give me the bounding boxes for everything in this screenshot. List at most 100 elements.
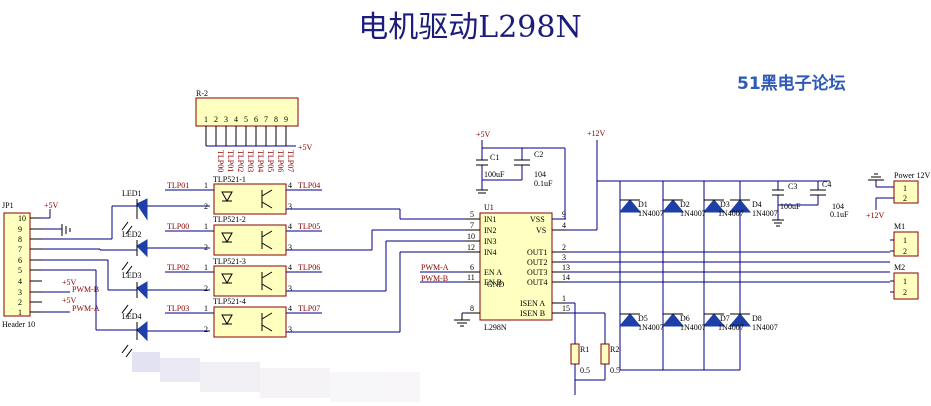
svg-text:3: 3 [288,202,292,211]
sense-resistors: R1 0.5 R2 0.5 [566,302,620,395]
svg-text:TLP521-4: TLP521-4 [213,297,246,306]
svg-text:14: 14 [562,273,570,282]
svg-text:IN4: IN4 [484,248,496,257]
svg-text:TLP02: TLP02 [236,150,245,172]
svg-text:100uF: 100uF [484,170,505,179]
svg-text:D4: D4 [752,200,762,209]
svg-text:+5V: +5V [298,143,313,152]
svg-text:ISEN B: ISEN B [520,309,545,318]
svg-text:M2: M2 [894,263,905,272]
svg-text:+5V: +5V [44,201,59,210]
svg-text:3: 3 [288,284,292,293]
svg-text:0.1uF: 0.1uF [830,210,849,219]
svg-text:TLP06: TLP06 [298,263,320,272]
svg-text:D5: D5 [638,314,648,323]
svg-text:3: 3 [224,115,228,124]
svg-text:PWM-A: PWM-A [72,304,100,313]
svg-text:TLP01: TLP01 [226,150,235,172]
svg-text:PWM-B: PWM-B [72,285,99,294]
resistor-network: R-2 1 2 3 4 5 6 7 8 9 +5V TLP00 TLP01 TL… [195,89,313,172]
svg-text:+5V: +5V [62,296,77,305]
svg-text:2: 2 [204,202,208,211]
svg-text:4: 4 [18,277,22,286]
svg-text:TLP05: TLP05 [298,222,320,231]
svg-text:TLP521-2: TLP521-2 [213,215,246,224]
svg-text:2: 2 [903,194,907,203]
svg-text:TLP521-1: TLP521-1 [213,175,246,184]
svg-text:1: 1 [903,236,907,245]
right-caps: C3 100uF C4 104 0.1uF [772,180,849,227]
svg-text:1N4007: 1N4007 [638,209,664,218]
svg-text:2: 2 [204,284,208,293]
svg-text:2: 2 [903,247,907,256]
led4-label: LED4 [122,312,142,321]
svg-text:100uF: 100uF [780,202,801,211]
svg-text:4: 4 [234,115,238,124]
svg-text:D1: D1 [638,200,648,209]
svg-text:1: 1 [903,277,907,286]
svg-text:6: 6 [470,263,474,272]
optocouplers: TLP01 TLP521-1 TLP04 1 2 3 4 TLP00 TLP52… [165,175,478,338]
led3-label: LED3 [122,271,142,280]
d3-icon [702,199,726,213]
svg-text:1N4007: 1N4007 [718,209,744,218]
jp1-name: Header 10 [2,320,35,329]
led2-icon [136,239,148,258]
svg-text:OUT4: OUT4 [527,278,547,287]
svg-text:2: 2 [903,288,907,297]
svg-text:OUT1: OUT1 [527,248,547,257]
svg-text:C2: C2 [534,150,543,159]
svg-text:4: 4 [288,222,292,231]
led1-icon [136,198,148,221]
d8-icon [728,313,752,327]
svg-text:12: 12 [467,243,475,252]
svg-text:EN A: EN A [484,268,502,277]
svg-text:5: 5 [244,115,248,124]
svg-text:TLP02: TLP02 [167,263,189,272]
svg-text:3: 3 [288,243,292,252]
led2-label: LED2 [122,230,142,239]
led1-label: LED1 [122,189,142,198]
svg-text:TLP07: TLP07 [298,304,320,313]
svg-text:IN1: IN1 [484,215,496,224]
svg-text:Power 12V: Power 12V [894,171,930,180]
svg-text:5: 5 [18,266,22,275]
ic-ref: U1 [484,203,494,212]
svg-text:15: 15 [562,304,570,313]
svg-text:2: 2 [562,243,566,252]
svg-text:7: 7 [470,221,474,230]
svg-text:2: 2 [18,298,22,307]
svg-text:1: 1 [204,263,208,272]
d7-icon [702,313,726,327]
svg-text:104: 104 [534,170,546,179]
svg-text:1: 1 [562,294,566,303]
svg-text:VSS: VSS [530,215,545,224]
svg-text:TLP04: TLP04 [298,181,320,190]
svg-text:ISEN A: ISEN A [520,299,545,308]
svg-text:TLP01: TLP01 [167,181,189,190]
svg-text:9: 9 [18,225,22,234]
svg-text:D6: D6 [680,314,690,323]
svg-text:2: 2 [204,325,208,334]
svg-text:8: 8 [18,235,22,244]
blurred-region [132,352,420,402]
svg-text:7: 7 [264,115,268,124]
header-jp1: JP1 Header 10 10 9 8 7 6 5 4 3 2 1 +5V +… [2,201,210,330]
d6-icon [661,313,685,327]
svg-text:8: 8 [470,304,474,313]
d2-icon [661,199,685,213]
svg-text:0.5: 0.5 [610,366,620,375]
watermark: 51黑电子论坛 [737,73,846,94]
svg-text:TLP521-3: TLP521-3 [213,257,246,266]
connectors: Power 12V 1 2 +12V M1 1 2 M2 1 2 [866,171,930,300]
svg-text:D2: D2 [680,200,690,209]
svg-text:3: 3 [288,325,292,334]
svg-text:TLP00: TLP00 [167,222,189,231]
svg-text:1N4007: 1N4007 [680,209,706,218]
svg-text:6: 6 [18,256,22,265]
led3-icon [136,281,148,300]
